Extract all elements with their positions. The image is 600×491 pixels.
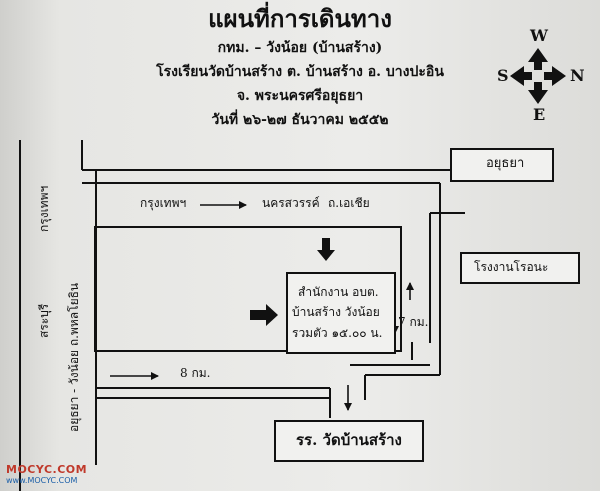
school-address: โรงเรียนวัดบ้านสร้าง ต. บ้านสร้าง อ. บาง…: [156, 64, 444, 80]
office-line-2: บ้านสร้าง วังน้อย: [292, 305, 380, 319]
factory-box: โรงงานโรอนะ: [460, 252, 580, 284]
watermark-url: www.MOCYC.COM: [6, 476, 78, 485]
ayutthaya-box: อยุธยา: [450, 148, 554, 182]
province-title: จ. พระนครศรีอยุธยา: [236, 88, 364, 104]
watermark-logo: MOCYC.COM: [6, 463, 88, 476]
compass-s: S: [497, 66, 509, 85]
route-title: กทม. – วังน้อย (บ้านสร้าง): [217, 40, 383, 56]
office-line-1: สำนักงาน อบต.: [298, 285, 379, 299]
nakhonsawan-label: นครสวรรค์: [262, 196, 320, 210]
map-title: แผนที่การเดินทาง: [208, 4, 392, 33]
date-title: วันที่ ๒๖-๒๗ ธันวาคม ๒๕๕๒: [211, 112, 389, 128]
compass-e: E: [533, 105, 546, 124]
asia-road-label: ถ.เอเชีย: [328, 196, 370, 210]
krungthep-label: กรุงเทพฯ: [140, 196, 187, 210]
office-area-outline: [94, 226, 402, 352]
compass-rose: [510, 48, 566, 104]
school-box: รร. วัดบ้านสร้าง: [274, 420, 424, 462]
right-arrow-office: [250, 304, 278, 326]
distance-7km: 7 กม.: [398, 315, 429, 329]
compass-w: W: [530, 26, 548, 45]
office-line-3: รวมตัว ๑๕.๐๐ น.: [292, 326, 383, 340]
factory-label: โรงงานโรอนะ: [474, 260, 549, 274]
vertical-krungthep: กรุงเทพฯ: [37, 185, 51, 232]
down-arrow-office: [317, 238, 335, 261]
watermark: MOCYC.COM www.MOCYC.COM: [6, 463, 87, 485]
compass-n: N: [570, 66, 585, 85]
office-box: สำนักงาน อบต. บ้านสร้าง วังน้อย รวมตัว ๑…: [286, 272, 396, 354]
vertical-road-label: อยุธยา - วังน้อย ถ.พหลโยธิน: [67, 282, 81, 432]
school-label: รร. วัดบ้านสร้าง: [296, 431, 402, 449]
vertical-saraburi: สระบุรี: [37, 303, 51, 338]
ayutthaya-label: อยุธยา: [486, 156, 525, 171]
distance-8km: 8 กม.: [180, 366, 211, 380]
